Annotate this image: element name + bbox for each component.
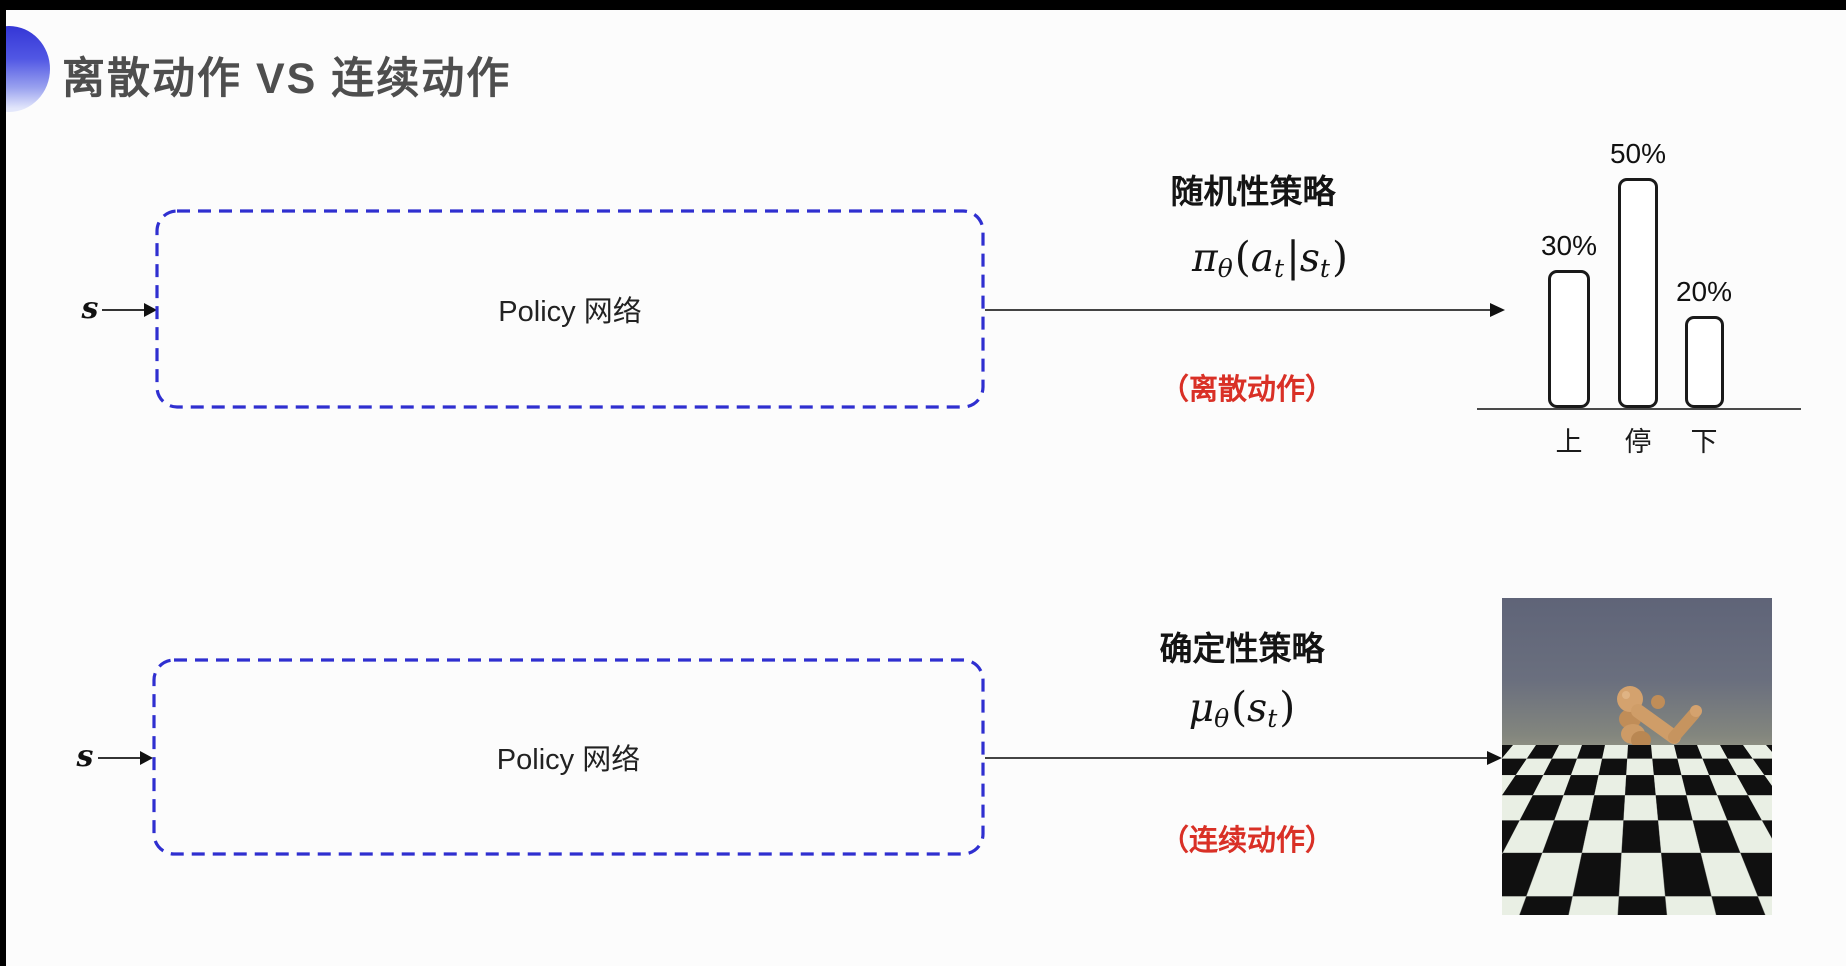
probability-bar-chart: 30% 上 50% 停 20% 下 <box>1477 100 1807 470</box>
action-type-label: （离散动作） <box>1159 374 1334 406</box>
bar-value-label: 50% <box>1609 138 1667 169</box>
formula-t-sub: t <box>1274 253 1285 283</box>
title-accent-icon <box>0 26 50 112</box>
formula-open-paren: ( <box>1231 683 1248 731</box>
formula-state-var: s <box>1247 685 1268 731</box>
flow-arrow <box>985 303 1505 317</box>
policy-network-label: Policy 网络 <box>496 744 641 776</box>
policy-network-box <box>155 209 985 409</box>
humanoid-simulation-image <box>1502 598 1772 915</box>
slide-title: 离散动作 VS 连续动作 <box>62 55 512 103</box>
input-arrow <box>102 303 157 317</box>
bar-category-label: 上 <box>1555 427 1583 457</box>
formula-open-paren: ( <box>1234 233 1251 281</box>
state-input-label: s <box>81 291 99 326</box>
policy-network-label: Policy 网络 <box>498 296 642 328</box>
bar-value-label: 30% <box>1540 230 1598 261</box>
formula-theta-sub: θ <box>1214 703 1230 733</box>
action-type-label: （连续动作） <box>1159 825 1334 857</box>
floor-glare <box>1572 853 1692 913</box>
formula-theta-sub: θ <box>1217 253 1233 283</box>
bar <box>1684 316 1724 408</box>
policy-type-label: 随机性策略 <box>1170 173 1336 210</box>
humanoid-figure <box>1585 686 1702 865</box>
flow-arrow <box>985 751 1502 765</box>
bar <box>1618 178 1658 408</box>
formula-t-sub: t <box>1319 253 1330 283</box>
formula-close-paren: ) <box>1279 683 1296 731</box>
left-black-edge <box>0 0 6 966</box>
policy-network-box <box>152 658 985 856</box>
policy-type-label: 确定性策略 <box>1159 630 1325 667</box>
formula-t-sub: t <box>1267 703 1278 733</box>
formula-state-var: s <box>1299 235 1320 281</box>
bar <box>1548 270 1590 408</box>
formula-pi: π <box>1192 235 1218 281</box>
bar-category-label: 下 <box>1690 427 1718 457</box>
formula-close-paren: ) <box>1331 233 1348 281</box>
formula-action-var: a <box>1250 235 1275 281</box>
input-arrow <box>98 751 153 765</box>
formula-bar: | <box>1286 233 1300 281</box>
bar-value-label: 20% <box>1675 276 1733 307</box>
top-black-edge <box>0 0 1846 10</box>
state-input-label: s <box>76 739 94 774</box>
bar-category-label: 停 <box>1624 427 1652 457</box>
formula-mu: μ <box>1188 685 1215 731</box>
chart-baseline <box>1477 408 1801 410</box>
